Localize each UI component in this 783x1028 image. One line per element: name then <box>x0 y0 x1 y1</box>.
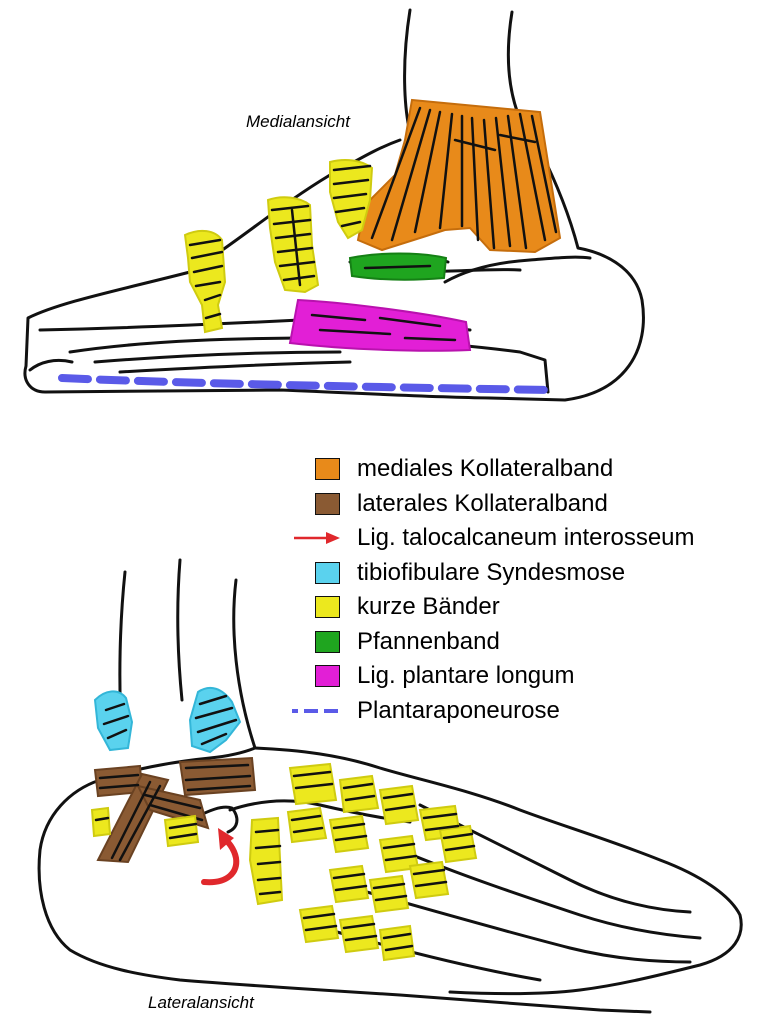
legend-item: Plantaraponeurose <box>292 694 772 729</box>
legend-item: laterales Kollateralband <box>292 487 772 522</box>
blue-dashed-line-icon <box>292 698 342 724</box>
legend-swatch <box>292 629 342 655</box>
legend-swatch <box>292 456 342 482</box>
legend-item: kurze Bänder <box>292 590 772 625</box>
legend-label: Lig. talocalcaneum interosseum <box>357 524 695 552</box>
legend-color-box <box>315 665 340 687</box>
plantar-aponeurosis <box>62 378 548 390</box>
legend-item: tibiofibulare Syndesmose <box>292 556 772 591</box>
legend-label: Plantaraponeurose <box>357 697 560 725</box>
legend-item: Lig. plantare longum <box>292 659 772 694</box>
legend-dashes-icon <box>292 698 342 724</box>
legend-color-box <box>315 493 340 515</box>
legend-item: Lig. talocalcaneum interosseum <box>292 521 772 556</box>
legend-color-box <box>315 458 340 480</box>
lateral-view-caption: Lateralansicht <box>148 993 254 1013</box>
legend-color-box <box>315 562 340 584</box>
legend-item: Pfannenband <box>292 625 772 660</box>
legend-label: Lig. plantare longum <box>357 662 574 690</box>
medial-view-caption: Medialansicht <box>246 112 350 132</box>
legend-item: mediales Kollateralband <box>292 452 772 487</box>
legend-swatch <box>292 560 342 586</box>
tibiofibular-syndesmosis <box>95 688 240 752</box>
legend-arrow-icon <box>292 525 342 551</box>
legend-swatch <box>292 663 342 689</box>
red-arrow-icon <box>292 525 342 551</box>
interosseous-talocalcaneal-arrow <box>204 828 236 882</box>
legend-color-box <box>315 596 340 618</box>
long-plantar-ligament <box>290 300 470 351</box>
legend-color-box <box>315 631 340 653</box>
legend-swatch <box>292 491 342 517</box>
medial-collateral-ligament <box>358 100 560 252</box>
legend-label: tibiofibulare Syndesmose <box>357 559 625 587</box>
legend-label: Pfannenband <box>357 628 500 656</box>
medial-view-drawing <box>25 10 643 400</box>
legend-swatch <box>292 594 342 620</box>
spring-ligament <box>350 254 446 280</box>
legend: mediales Kollateralband laterales Kollate… <box>292 452 772 728</box>
legend-label: laterales Kollateralband <box>357 490 608 518</box>
legend-label: kurze Bänder <box>357 593 500 621</box>
legend-label: mediales Kollateralband <box>357 455 613 483</box>
